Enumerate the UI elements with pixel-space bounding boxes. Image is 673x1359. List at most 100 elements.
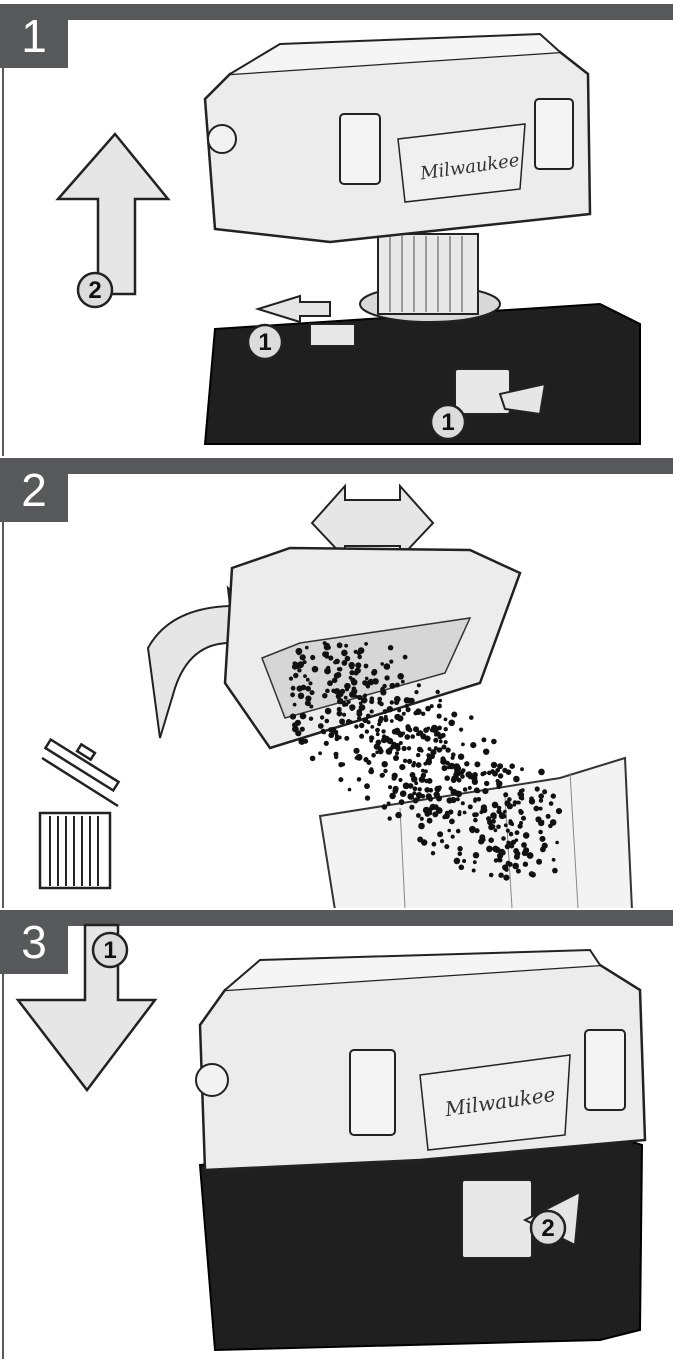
debris-particle <box>344 683 351 690</box>
debris-particle <box>497 763 503 769</box>
debris-particle <box>459 728 463 732</box>
debris-particle <box>484 781 489 786</box>
debris-particle <box>473 860 477 864</box>
debris-particle <box>384 675 389 680</box>
step-2-illustration <box>0 458 673 908</box>
debris-particle <box>474 812 479 817</box>
debris-particle <box>416 753 420 757</box>
debris-particle <box>486 816 491 821</box>
debris-particle <box>383 709 388 714</box>
debris-particle <box>488 837 494 843</box>
debris-particle <box>399 799 405 805</box>
debris-particle <box>344 696 348 700</box>
debris-particle <box>413 711 418 716</box>
debris-particle <box>538 769 545 776</box>
debris-particle <box>448 720 455 727</box>
debris-particle <box>411 763 415 767</box>
debris-particle <box>401 680 405 684</box>
debris-particle <box>444 718 448 722</box>
debris-particle <box>430 728 434 732</box>
debris-particle <box>387 802 391 806</box>
debris-particle <box>349 670 354 675</box>
debris-particle <box>392 773 398 779</box>
debris-particle <box>449 786 453 790</box>
debris-particle <box>403 655 408 660</box>
debris-particle <box>367 720 371 724</box>
debris-particle <box>328 655 333 660</box>
debris-particle <box>556 808 562 814</box>
debris-particle <box>388 816 392 820</box>
debris-particle <box>378 748 384 754</box>
debris-particle <box>426 793 432 799</box>
debris-particle <box>501 836 506 841</box>
debris-particle <box>496 825 501 830</box>
debris-particle <box>470 742 476 748</box>
debris-particle <box>436 690 440 694</box>
debris-particle <box>447 766 451 770</box>
debris-particle <box>390 719 394 723</box>
debris-particle <box>450 797 456 803</box>
debris-particle <box>418 787 422 791</box>
debris-particle <box>409 784 413 788</box>
debris-particle <box>363 694 367 698</box>
debris-particle <box>327 680 333 686</box>
debris-particle <box>297 686 303 692</box>
debris-particle <box>309 681 313 685</box>
debris-particle <box>461 801 465 805</box>
debris-particle <box>530 872 536 878</box>
debris-particle <box>322 693 327 698</box>
debris-particle <box>488 824 494 830</box>
debris-particle <box>421 773 426 778</box>
debris-particle <box>420 749 424 753</box>
debris-particle <box>523 832 530 839</box>
debris-particle <box>521 816 526 821</box>
debris-particle <box>394 696 401 703</box>
debris-particle <box>350 678 355 683</box>
debris-particle <box>337 642 343 648</box>
debris-particle <box>416 796 420 800</box>
debris-particle <box>406 707 411 712</box>
debris-particle <box>513 800 518 805</box>
debris-particle <box>399 764 405 770</box>
debris-particle <box>506 861 511 866</box>
debris-particle <box>354 695 358 699</box>
debris-particle <box>460 774 465 779</box>
debris-particle <box>437 714 442 719</box>
debris-particle <box>335 737 340 742</box>
debris-particle <box>437 786 441 790</box>
debris-particle <box>438 699 442 703</box>
debris-particle <box>474 787 480 793</box>
debris-particle <box>345 656 351 662</box>
debris-particle <box>357 777 362 782</box>
debris-particle <box>370 696 375 701</box>
debris-particle <box>536 859 542 865</box>
debris-particle <box>344 736 349 741</box>
debris-particle <box>389 660 393 664</box>
debris-particle <box>325 652 329 656</box>
debris-particle <box>460 771 464 775</box>
debris-particle <box>473 852 479 858</box>
debris-particle <box>417 683 421 687</box>
debris-particle <box>458 754 464 760</box>
debris-particle <box>494 828 498 832</box>
debris-particle <box>339 719 345 725</box>
debris-particle <box>397 673 404 680</box>
callout-2: 2 <box>531 1211 565 1245</box>
debris-particle <box>310 690 315 695</box>
debris-particle <box>430 704 434 708</box>
debris-particle <box>481 737 486 742</box>
debris-particle <box>420 733 426 739</box>
debris-particle <box>456 829 461 834</box>
debris-particle <box>451 712 457 718</box>
step-1-illustration: Milwaukee 1 2 1 <box>0 4 673 456</box>
filter-cartridge <box>378 234 478 314</box>
debris-particle <box>469 715 474 720</box>
step-1-panel: 1 Milwaukee 1 <box>0 4 673 456</box>
debris-particle <box>478 838 484 844</box>
debris-particle <box>330 732 334 736</box>
debris-particle <box>507 797 512 802</box>
debris-particle <box>310 756 316 762</box>
debris-particle <box>323 641 327 645</box>
debris-particle <box>357 651 362 656</box>
debris-particle <box>357 655 362 660</box>
